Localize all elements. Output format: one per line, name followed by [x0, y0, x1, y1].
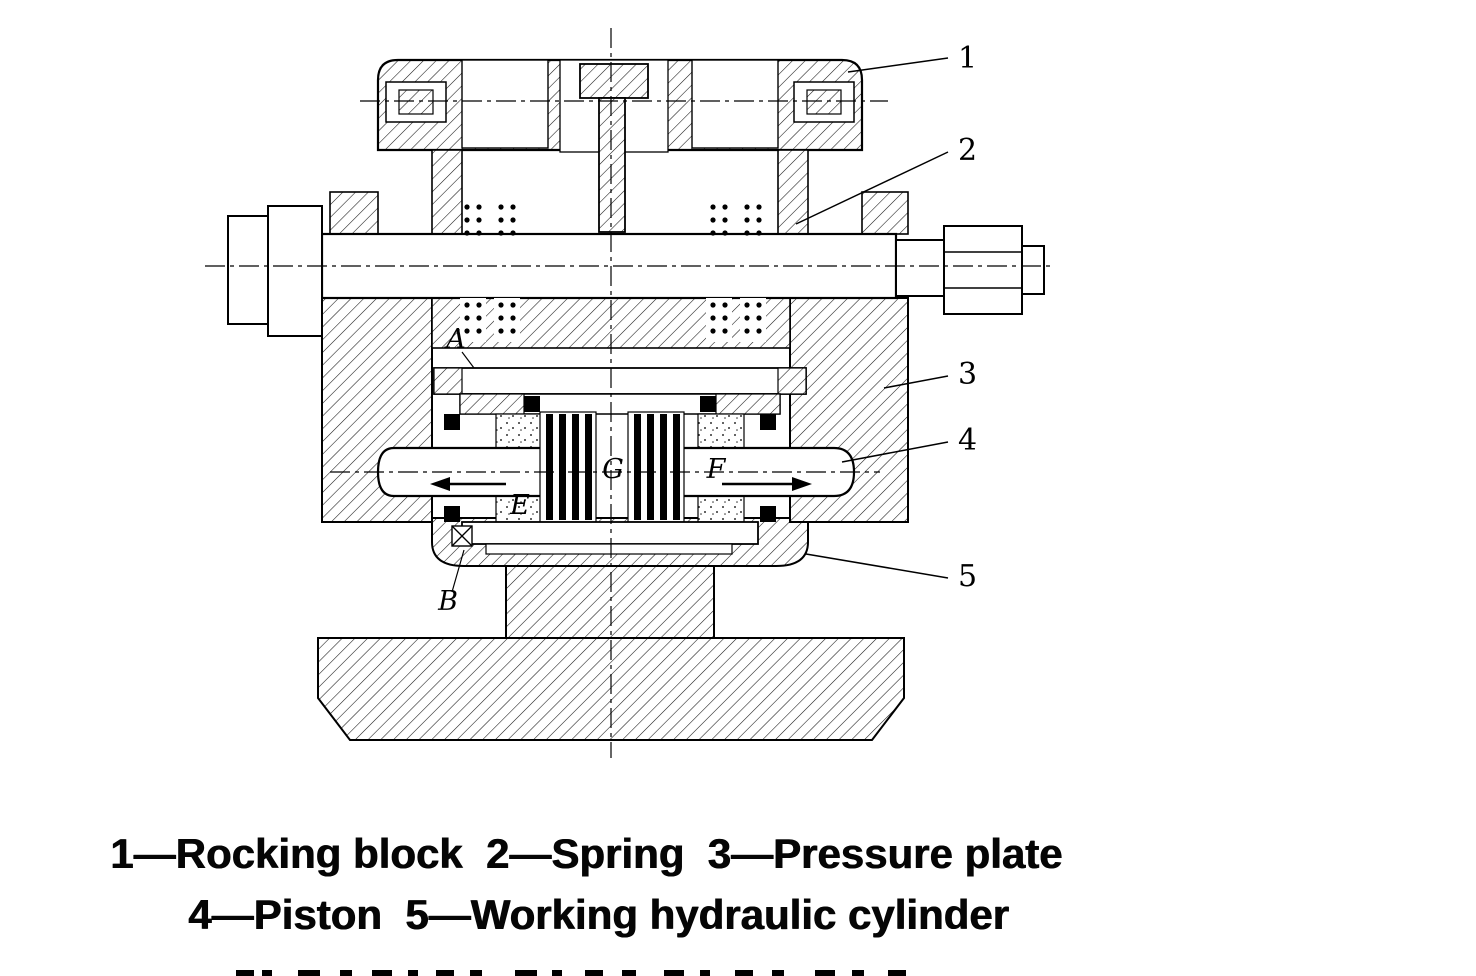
center-bolt	[559, 59, 669, 233]
callout-number-4: 4	[958, 423, 977, 458]
callout-number-3: 3	[958, 357, 977, 392]
callout-leaders	[451, 57, 949, 593]
rocking-block-section	[376, 58, 864, 235]
callout-number-5: 5	[958, 559, 977, 594]
callout-number-2: 2	[958, 133, 977, 168]
hex-nut	[943, 225, 1045, 315]
point-label-f: F	[706, 454, 727, 485]
centerlines	[205, 28, 1050, 758]
cropped-text-row	[236, 970, 906, 976]
spring-dots	[460, 204, 766, 342]
legend-line-1: 1—Rocking block 2—Spring 3—Pressure plat…	[110, 830, 1063, 877]
flow-arrows	[430, 477, 812, 491]
callout-number-1: 1	[958, 41, 977, 76]
arrow-right-icon	[792, 477, 812, 491]
clutch-pack	[433, 367, 807, 523]
spring-dots-lower	[464, 302, 762, 334]
cylinder-bottom-plate	[451, 521, 759, 555]
legend-line-2: 4—Piston 5—Working hydraulic cylinder	[188, 891, 1009, 938]
arrow-left-icon	[430, 477, 450, 491]
point-label-e: E	[509, 490, 530, 521]
point-label-g: G	[602, 454, 624, 485]
disc-stack	[539, 411, 685, 523]
seal-cross	[451, 525, 473, 547]
spring-dots-upper	[464, 204, 762, 236]
point-label-a: A	[443, 324, 466, 355]
point-label-b: B	[437, 586, 458, 617]
pivot-bearing-right	[793, 81, 855, 123]
pivot-bearing-left	[385, 81, 447, 123]
